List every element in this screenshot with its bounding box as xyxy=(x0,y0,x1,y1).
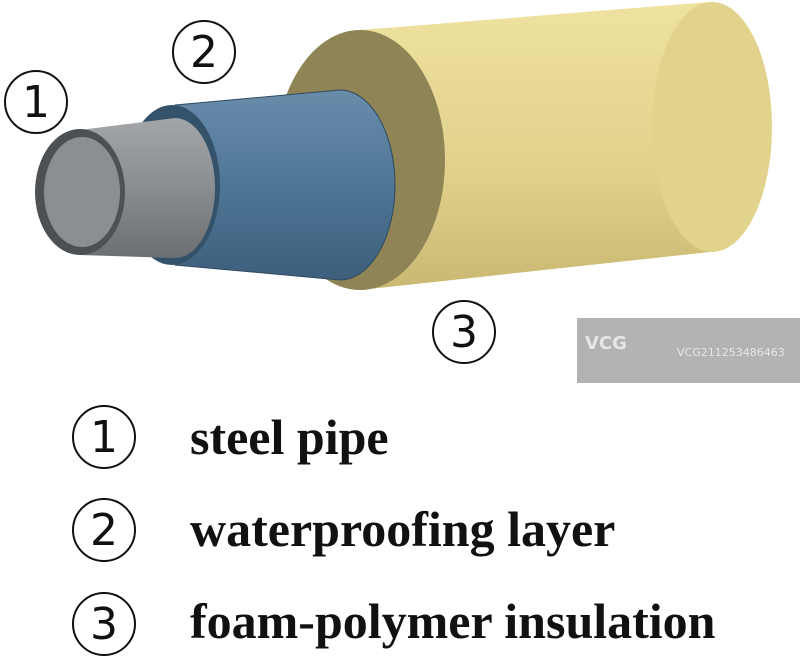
legend-number-1: 1 xyxy=(72,405,136,469)
callout-2: 2 xyxy=(172,20,236,84)
legend-number-3: 3 xyxy=(72,592,136,656)
legend-label-waterproofing: waterproofing layer xyxy=(190,501,616,557)
legend-number-2: 2 xyxy=(72,498,136,562)
watermark-id: VCG211253486463 xyxy=(677,346,785,359)
steel-pipe xyxy=(35,118,215,258)
callout-3: 3 xyxy=(432,300,496,364)
watermark: VCG VCG211253486463 xyxy=(577,318,800,383)
callout-1: 1 xyxy=(4,70,68,134)
legend-label-foam: foam-polymer insulation xyxy=(190,593,716,649)
watermark-logo: VCG xyxy=(585,333,627,354)
legend-label-steel-pipe: steel pipe xyxy=(190,409,389,465)
